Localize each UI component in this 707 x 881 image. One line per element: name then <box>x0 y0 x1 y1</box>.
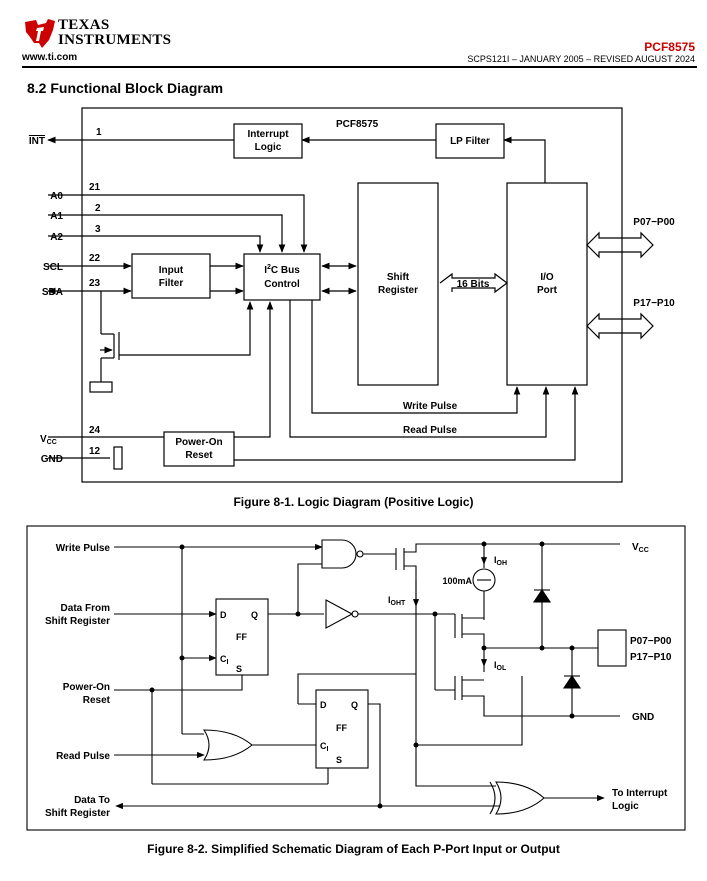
document-revision: SCPS121I – JANUARY 2005 – REVISED AUGUST… <box>467 54 695 64</box>
diagram-label: Q <box>251 610 258 620</box>
input-filter-block <box>131 253 211 299</box>
diagram-label: 24 <box>89 425 101 436</box>
pin-int-label: INT <box>29 136 45 147</box>
diagram-label: S <box>236 664 242 674</box>
diagram-label: P17−P10 <box>633 298 675 309</box>
diagram-label: SCL <box>43 262 63 273</box>
diagram-label: Shift Register <box>45 808 110 819</box>
diagram-label: Register <box>378 285 418 296</box>
diagram-label: CI <box>320 741 329 753</box>
diagram-label: IOL <box>494 660 507 672</box>
i2c-bus-control-block <box>243 253 321 301</box>
diagram-label: Input <box>159 265 184 276</box>
diagram-label: D <box>220 610 227 620</box>
company-line-2: INSTRUMENTS <box>58 32 172 48</box>
diagram-label: 22 <box>89 253 101 264</box>
diagram-label: Port <box>537 285 558 296</box>
diagram-label: S <box>336 755 342 765</box>
logic-diagram: INT 1 Interrupt Logic PCF8575 LP Filter … <box>29 107 675 483</box>
diagram-label: FF <box>336 723 347 733</box>
diagram-label: Interrupt <box>247 129 289 140</box>
header-divider <box>22 66 697 68</box>
diagram-label: I/O <box>540 272 554 283</box>
or-gate <box>202 729 253 761</box>
company-line-1: TEXAS <box>58 17 110 33</box>
diagram-label: 100mA <box>442 576 472 586</box>
device-name: PCF8575 <box>336 119 379 130</box>
diagram-label: Shift <box>387 272 410 283</box>
diagram-label: 3 <box>95 224 101 235</box>
diagram-label: IOHT <box>388 595 406 607</box>
diagram-label: Control <box>264 279 300 290</box>
schematic-diagram: Write Pulse Data From Shift Register Pow… <box>26 525 686 831</box>
pin-vcc-label: VCC <box>40 434 57 446</box>
company-name: TEXAS INSTRUMENTS <box>58 18 171 48</box>
diagram-label: IOH <box>494 555 507 567</box>
diagram-label: Write Pulse <box>403 401 458 412</box>
io-port-block <box>506 182 588 386</box>
diagram-label: GND <box>41 454 63 465</box>
company-url[interactable]: www.ti.com <box>22 52 78 63</box>
diagram-label: P07−P00 <box>633 217 675 228</box>
diagram-label: SDA <box>42 287 63 298</box>
diagram-label: 2 <box>95 203 101 214</box>
diagram-label: Filter <box>159 278 184 289</box>
section-title: 8.2 Functional Block Diagram <box>27 80 224 96</box>
diagram-label: 21 <box>89 182 101 193</box>
diagram-label: 12 <box>89 446 101 457</box>
diagram-label: CI <box>220 654 229 666</box>
p-port-pin <box>597 629 627 667</box>
diagram-label: A0 <box>50 191 63 202</box>
diagram-label: FF <box>236 632 247 642</box>
page-header: TEXAS INSTRUMENTS www.ti.com PCF8575 SCP… <box>0 0 707 70</box>
pin-int-number: 1 <box>96 127 102 138</box>
diagram-label: Q <box>351 700 358 710</box>
diagram-label: LP Filter <box>450 136 490 147</box>
device-outline <box>81 107 623 483</box>
part-number-link[interactable]: PCF8575 <box>644 40 695 54</box>
diagram-label: Logic <box>255 142 282 153</box>
diagram-label: Write Pulse <box>56 543 111 554</box>
inverter-gate <box>325 599 354 629</box>
ti-logo-icon <box>25 19 55 48</box>
diagram-label: A1 <box>50 211 63 222</box>
port-arrow-p07-p00 <box>586 231 654 259</box>
diagram-label: Power-On <box>63 682 110 693</box>
xor-gate <box>495 781 545 815</box>
port-arrow-p17-p10 <box>586 312 654 340</box>
bus-width-label: 16 Bits <box>457 279 490 290</box>
diagram-label: Read Pulse <box>56 751 110 762</box>
diagram-label: A2 <box>50 232 63 243</box>
diagram-label: GND <box>632 712 654 723</box>
diagram-label: P17−P10 <box>630 652 672 663</box>
i2c-bus-control-label: I2C Bus <box>264 264 300 276</box>
figure-8-2-caption: Figure 8-2. Simplified Schematic Diagram… <box>147 842 560 856</box>
diagram-label: Read Pulse <box>403 425 457 436</box>
nand-gate <box>321 539 357 569</box>
diagram-label: To Interrupt <box>612 788 668 799</box>
diagram-label: D <box>320 700 327 710</box>
diagram-label: Logic <box>612 801 639 812</box>
figure-8-1-caption: Figure 8-1. Logic Diagram (Positive Logi… <box>233 495 474 509</box>
diagram-label: Reset <box>185 450 213 461</box>
diagram-label: 23 <box>89 278 101 289</box>
diagram-label: P07−P00 <box>630 636 672 647</box>
diagram-label: Data From <box>61 603 111 614</box>
diagram-label: VCC <box>632 542 649 554</box>
shift-register-block <box>357 182 439 386</box>
diagram-label: Shift Register <box>45 616 110 627</box>
diagram-label: Power-On <box>175 437 222 448</box>
schematic-outline <box>26 525 686 831</box>
power-on-reset-block <box>163 431 235 467</box>
flip-flop-2 <box>315 689 369 769</box>
diagram-label: Reset <box>83 695 111 706</box>
diagram-label: Data To <box>74 795 110 806</box>
